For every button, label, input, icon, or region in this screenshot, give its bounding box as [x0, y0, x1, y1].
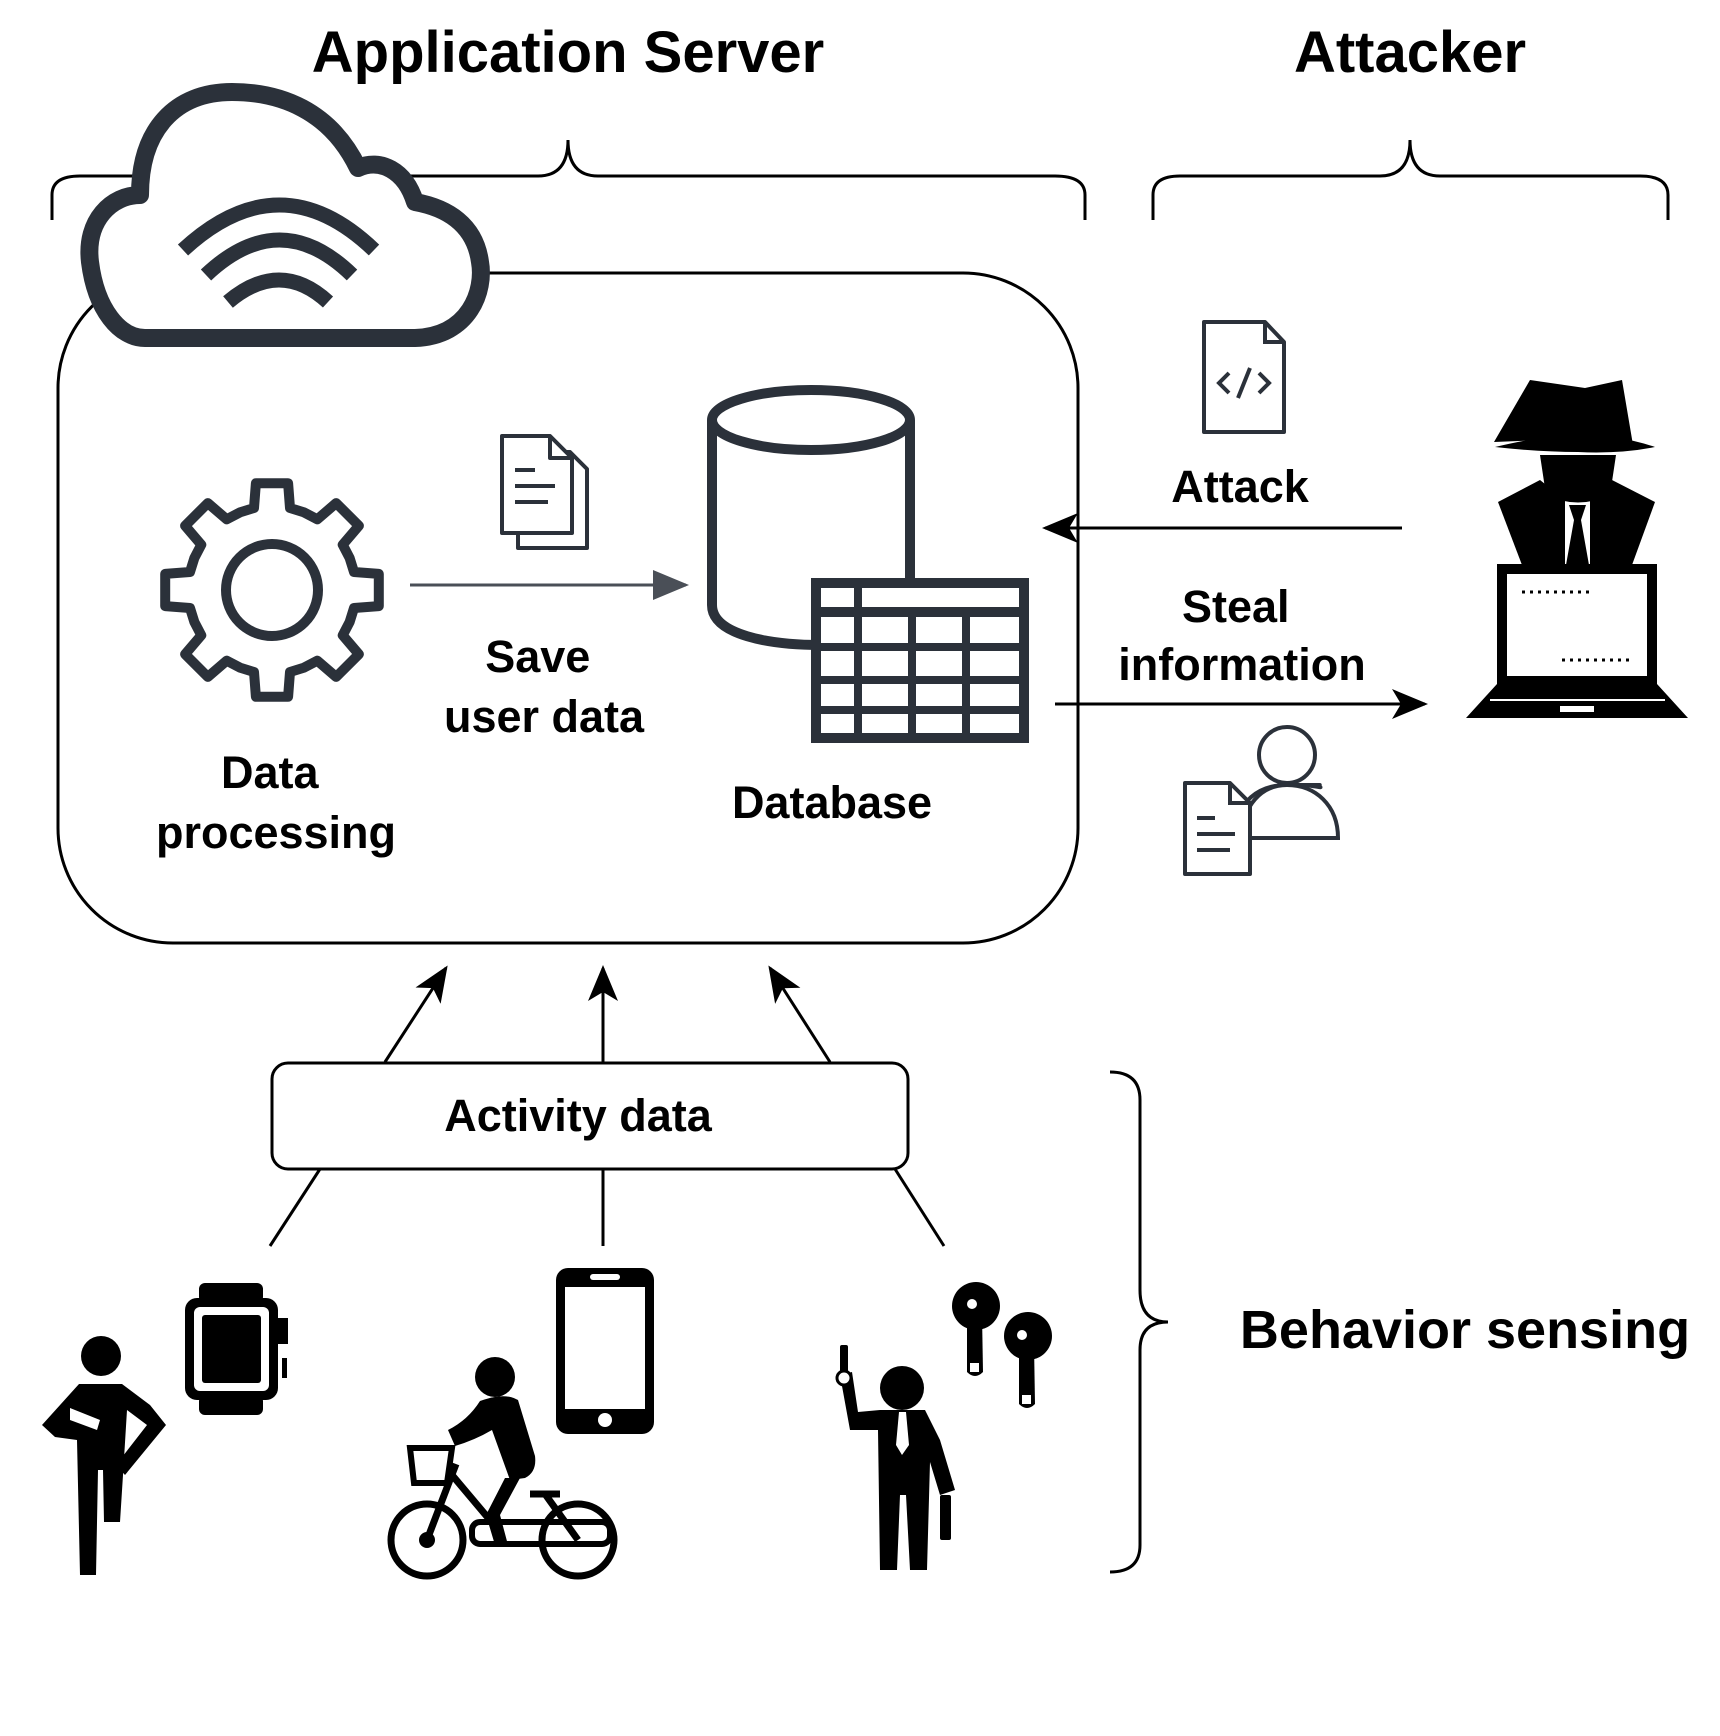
upload-arrow-right	[768, 965, 832, 1063]
processing-label: Data processing	[156, 747, 396, 858]
server-section-title: Application Server	[312, 20, 824, 85]
smartwatch-icon	[185, 1283, 288, 1415]
upload-arrow-left	[383, 965, 448, 1063]
steal-label: Steal information	[1118, 581, 1365, 690]
earbuds-icon	[952, 1282, 1052, 1408]
smartphone-icon	[556, 1268, 654, 1434]
code-file-icon	[1202, 320, 1286, 434]
sensor-link-left	[268, 1168, 322, 1247]
user-document-icon	[1183, 725, 1341, 876]
gear-icon	[160, 478, 384, 702]
sensor-link-right	[893, 1168, 946, 1247]
server-brace	[50, 139, 1087, 220]
attack-label: Attack	[1171, 461, 1310, 512]
sensing-section-title: Behavior sensing	[1240, 1300, 1690, 1360]
hacker-laptop-icon	[1466, 380, 1688, 718]
database-label: Database	[732, 777, 932, 828]
database-table-icon	[707, 385, 1029, 743]
cyclist-icon	[387, 1357, 618, 1580]
activity-data-box	[270, 1061, 910, 1171]
save-label: Save user data	[444, 631, 645, 742]
cloud-wifi-icon	[80, 83, 490, 347]
walking-person-icon	[42, 1336, 166, 1575]
document-copy-icon	[500, 434, 589, 550]
activity-data-label: Activity data	[444, 1090, 713, 1141]
sensing-brace	[1109, 1070, 1169, 1574]
businessman-icon	[835, 1345, 955, 1570]
attacker-section-title: Attacker	[1294, 20, 1526, 85]
attacker-brace	[1151, 139, 1670, 220]
